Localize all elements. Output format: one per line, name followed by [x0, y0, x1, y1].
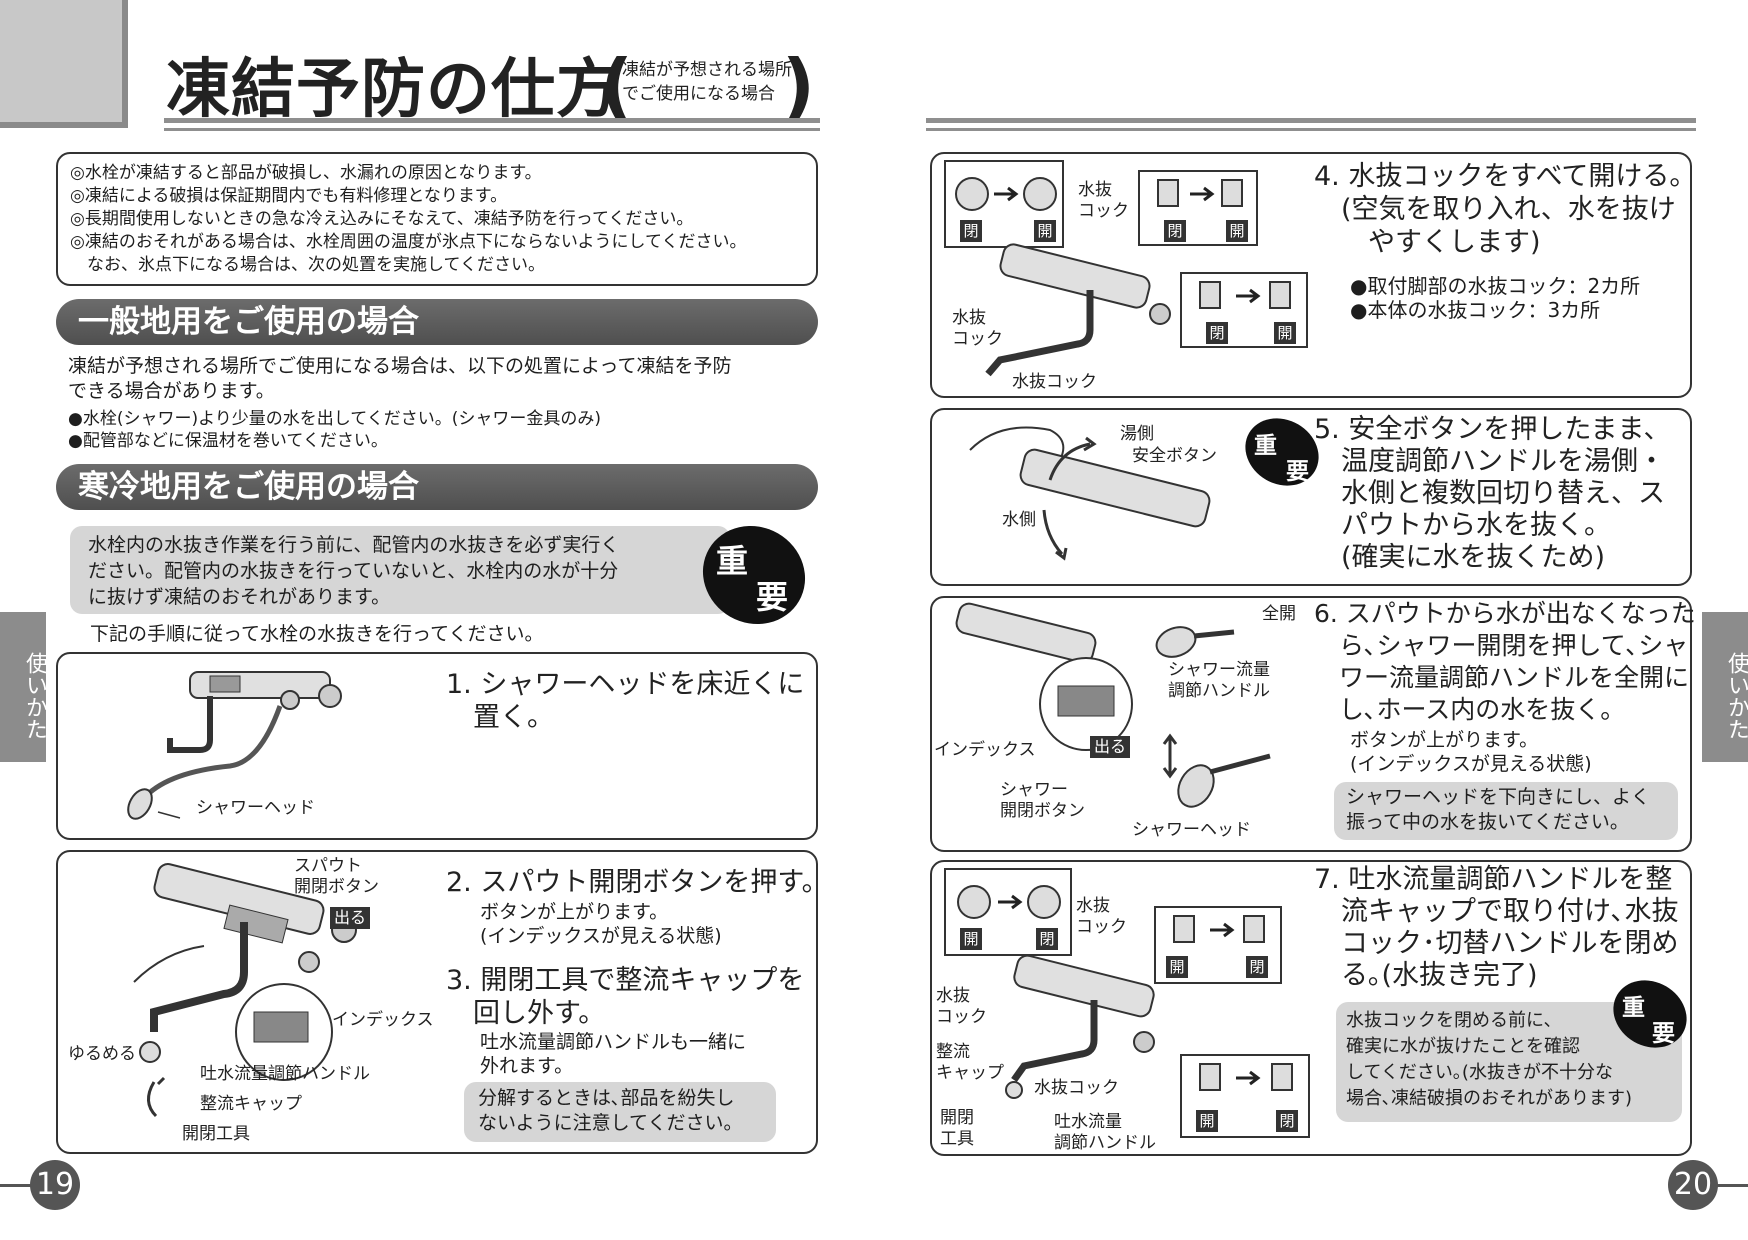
page-rule-left [0, 1184, 40, 1187]
page-rule-right [1708, 1184, 1748, 1187]
step1-label-head: シャワーヘッド [196, 798, 315, 818]
step4-bullets: ●取付脚部の水抜コック：2カ所 ●本体の水抜コック：3カ所 [1350, 274, 1641, 322]
step3-title: 3. 開閉工具で整流キャップを 回し外す。 [446, 965, 805, 1029]
step23-label-tool: 開閉工具 [182, 1124, 250, 1144]
step5-title: 5. 安全ボタンを押したまま、 温度調節ハンドルを湯側・ 水側と複数回切り替え、… [1314, 414, 1671, 573]
step7-label-cock-c: 水抜コック [1034, 1078, 1119, 1098]
step6-label-full: 全開 [1262, 604, 1296, 624]
step6-showerhead-top-illustration [1155, 626, 1235, 658]
step6-shake-illustration [1162, 733, 1271, 808]
step4-label-cock-a: 水抜 コック [1078, 180, 1129, 221]
step4-mini-3-graphic [1199, 281, 1291, 309]
notes-box: ◎水栓が凍結すると部品が破損し、水漏れの原因となります。 ◎凍結による破損は保証… [56, 152, 818, 286]
title-paren-open: ( [600, 44, 633, 128]
step7-label-handle: 吐水流量 調節ハンドル [1054, 1112, 1156, 1153]
step6-tag-out: 出る [1090, 736, 1131, 758]
cold-follow-text: 下記の手順に従って水栓の水抜きを行ってください。 [90, 623, 544, 645]
step1-box [56, 652, 818, 840]
step6-title: 6. スパウトから水が出なくなった ら､シャワー開閉を押して､シャ ワー流量調節… [1314, 599, 1696, 724]
general-heading: 一般地用をご使用の場合 [56, 299, 818, 345]
step5-label-hot: 湯側 [1120, 424, 1154, 444]
step7-label-tool: 開閉 工具 [940, 1108, 974, 1149]
important-badge-top: 重 [716, 542, 749, 580]
step23-label-spout: スパウト 開閉ボタン [294, 856, 379, 897]
step5-badge-top: 重 [1254, 433, 1277, 459]
step4-chip-closed-1: 閉 [960, 220, 982, 242]
step6-label-flow: シャワー流量 調節ハンドル [1168, 660, 1270, 701]
step5-faucet-illustration [969, 426, 1211, 561]
step7-chip-open-1: 開 [960, 928, 982, 950]
page-title: 凍結予防の仕方 [166, 53, 621, 127]
header-rule-right-thin [926, 128, 1696, 131]
step23-label-cap: 整流キャップ [200, 1094, 302, 1114]
step6-label-button: シャワー 開閉ボタン [1000, 780, 1085, 821]
step5-label-cold: 水側 [1002, 510, 1036, 530]
step4-faucet-illustration [985, 243, 1171, 377]
side-tab-left[interactable]: 使いかた [0, 612, 47, 762]
page-subtitle: 凍結が予想される場所 でご使用になる場合 [622, 60, 792, 104]
step3-sub: 吐水流量調節ハンドルも一緒に 外れます。 [480, 1031, 747, 1077]
step7-chip-closed-2: 閉 [1246, 956, 1268, 978]
step7-title: 7. 吐水流量調節ハンドルを整 流キャップで取り付け､水抜 コック･切替ハンドル… [1314, 864, 1679, 991]
side-tab-right[interactable]: 使いかた [1702, 612, 1748, 762]
step7-chip-open-2: 開 [1166, 956, 1188, 978]
step23-label-index: インデックス [332, 1010, 434, 1030]
cold-warning-box: 水栓内の水抜き作業を行う前に、配管内の水抜きを必ず実行く ださい。配管内の水抜き… [70, 526, 730, 614]
step4-title: 4. 水抜コックをすべて開ける。 (空気を取り入れ、水を抜け やすくします) [1314, 161, 1697, 258]
step7-mini-1-graphic [957, 885, 1061, 919]
step4-chip-open-2: 開 [1226, 220, 1248, 242]
general-bullet-1: ●水栓(シャワー)より少量の水を出してください。(シャワー金具のみ) [68, 409, 602, 429]
step7-label-cap: 整流 キャップ [936, 1042, 1004, 1083]
step23-label-loosen: ゆるめる [68, 1044, 136, 1064]
step2-sub: ボタンが上がります。 (インデックスが見える状態) [480, 901, 722, 947]
step7-badge-bottom: 要 [1652, 1021, 1675, 1047]
step5-label-safety: 安全ボタン [1132, 446, 1217, 466]
step7-badge-top: 重 [1622, 995, 1645, 1021]
step1-title: 1. シャワーヘッドを床近くに 置く。 [446, 669, 805, 733]
step4-chip-open-3: 開 [1274, 322, 1296, 344]
header-rule-right [926, 118, 1696, 123]
header-rule-left [164, 118, 820, 123]
general-bullet-2: ●配管部などに保温材を巻いてください。 [68, 431, 388, 451]
step4-mini-2-graphic [1157, 179, 1243, 207]
page-number-right: 20 [1668, 1160, 1718, 1210]
step7-mini-2-graphic [1173, 915, 1265, 943]
step7-label-cock-b: 水抜 コック [936, 986, 987, 1027]
step3-note: 分解するときは､部品を紛失し ないように注意してください。 [464, 1082, 776, 1142]
step6-note: シャワーヘッドを下向きにし、よく 振って中の水を抜いてください。 [1334, 782, 1678, 840]
step6-faucet-illustration [955, 602, 1133, 751]
page-number-left: 19 [30, 1160, 80, 1210]
step7-chip-open-3: 開 [1196, 1110, 1218, 1132]
cold-heading: 寒冷地用をご使用の場合 [56, 464, 818, 510]
step7-label-cock-a: 水抜 コック [1076, 896, 1127, 937]
step4-chip-open-1: 開 [1034, 220, 1056, 242]
step6-label-head: シャワーヘッド [1132, 820, 1251, 840]
step7-faucet-illustration [1005, 954, 1155, 1099]
important-badge-bottom: 要 [756, 578, 789, 616]
corner-tab [0, 0, 128, 128]
header-rule-left-thin [164, 128, 820, 131]
step7-chip-closed-3: 閉 [1276, 1110, 1298, 1132]
step6-sub: ボタンが上がります。 (インデックスが見える状態) [1350, 729, 1592, 775]
step23-tag-out: 出る [330, 907, 371, 929]
step4-mini-1-graphic [955, 177, 1057, 211]
step4-chip-closed-3: 閉 [1206, 322, 1228, 344]
step4-chip-closed-2: 閉 [1164, 220, 1186, 242]
step6-label-index: インデックス [934, 740, 1036, 760]
step23-label-handle: 吐水流量調節ハンドル [200, 1064, 370, 1084]
title-paren-close: ) [782, 44, 815, 128]
step23-faucet-illustration [133, 863, 357, 1118]
step5-badge-bottom: 要 [1286, 459, 1309, 485]
step7-mini-3-graphic [1199, 1063, 1293, 1091]
general-paragraph: 凍結が予想される場所でご使用になる場合は、以下の処置によって凍結を予防 できる場… [68, 355, 732, 402]
step1-faucet-illustration [127, 671, 342, 820]
step4-label-cock-b: 水抜 コック [952, 308, 1003, 349]
step7-chip-closed-1: 閉 [1036, 928, 1058, 950]
step2-title: 2. スパウト開閉ボタンを押す。 [446, 867, 829, 898]
step4-label-cock-c: 水抜コック [1012, 372, 1097, 392]
